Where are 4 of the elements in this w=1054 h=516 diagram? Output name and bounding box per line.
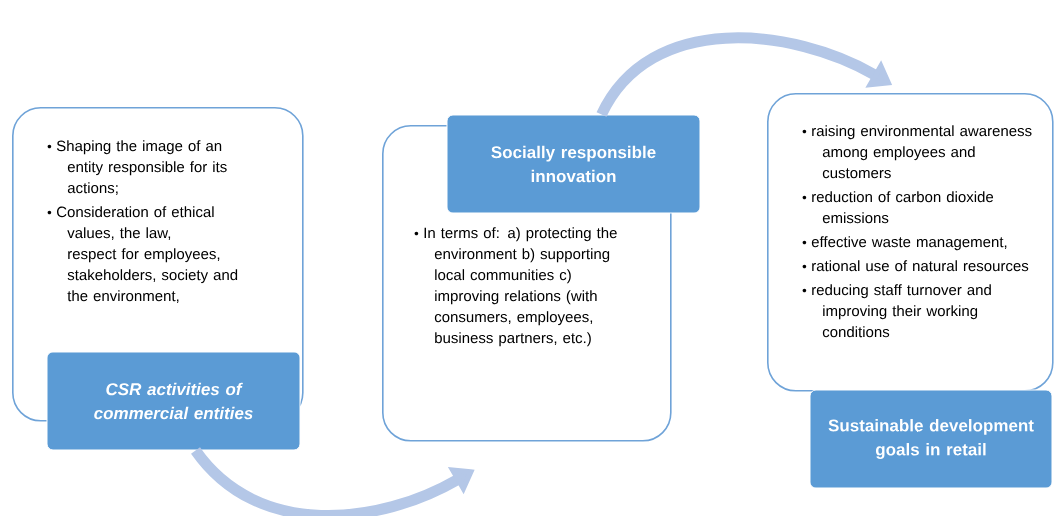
text-box: raising environmental awareness among employees and customers reduction of carbon dioxide emissions effective waste management, rational use of natural resources reducing staff turnover and improving their working conditions <box>767 93 1054 392</box>
title-box: CSR activities of commercial entities <box>46 351 301 451</box>
title-box: Socially responsible innovation <box>446 114 701 214</box>
title-box: Sustainable development goals in retail <box>809 389 1053 489</box>
